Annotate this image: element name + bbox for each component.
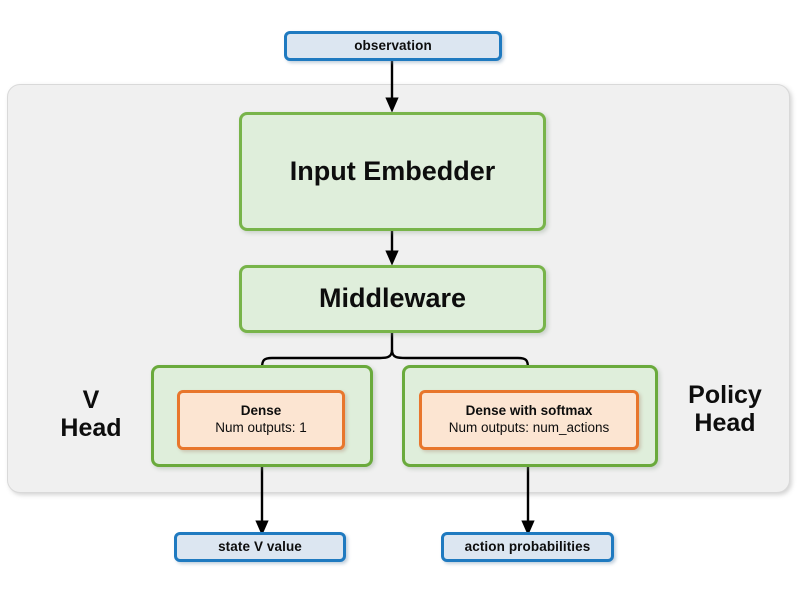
state-value-output-label: state V value [218,538,302,554]
action-probabilities-output-node[interactable]: action probabilities [441,532,614,562]
policy-head-dense-node[interactable]: Dense with softmax Num outputs: num_acti… [419,390,639,450]
observation-label: observation [354,37,432,53]
value-head-label: V Head [36,386,146,442]
middleware-label: Middleware [318,283,467,314]
input-embedder-label: Input Embedder [289,155,496,186]
policy-head-label-line2: Head [694,409,756,437]
policy-head-dense-subtitle: Num outputs: num_actions [448,420,610,435]
middleware-node[interactable]: Middleware [239,265,546,333]
policy-head-label-line1: Policy [688,381,762,409]
observation-node[interactable]: observation [284,31,502,61]
value-head-dense-subtitle: Num outputs: 1 [215,420,307,435]
policy-head-label: Policy Head [663,381,787,437]
input-embedder-node[interactable]: Input Embedder [239,112,546,231]
action-probabilities-output-label: action probabilities [464,538,591,554]
value-head-dense-node[interactable]: Dense Num outputs: 1 [177,390,345,450]
policy-head-dense-title: Dense with softmax [465,403,593,419]
state-value-output-node[interactable]: state V value [174,532,346,562]
value-head-label-line2: Head [60,414,122,442]
value-head-dense-title: Dense [240,403,282,419]
value-head-label-line1: V [82,386,100,414]
